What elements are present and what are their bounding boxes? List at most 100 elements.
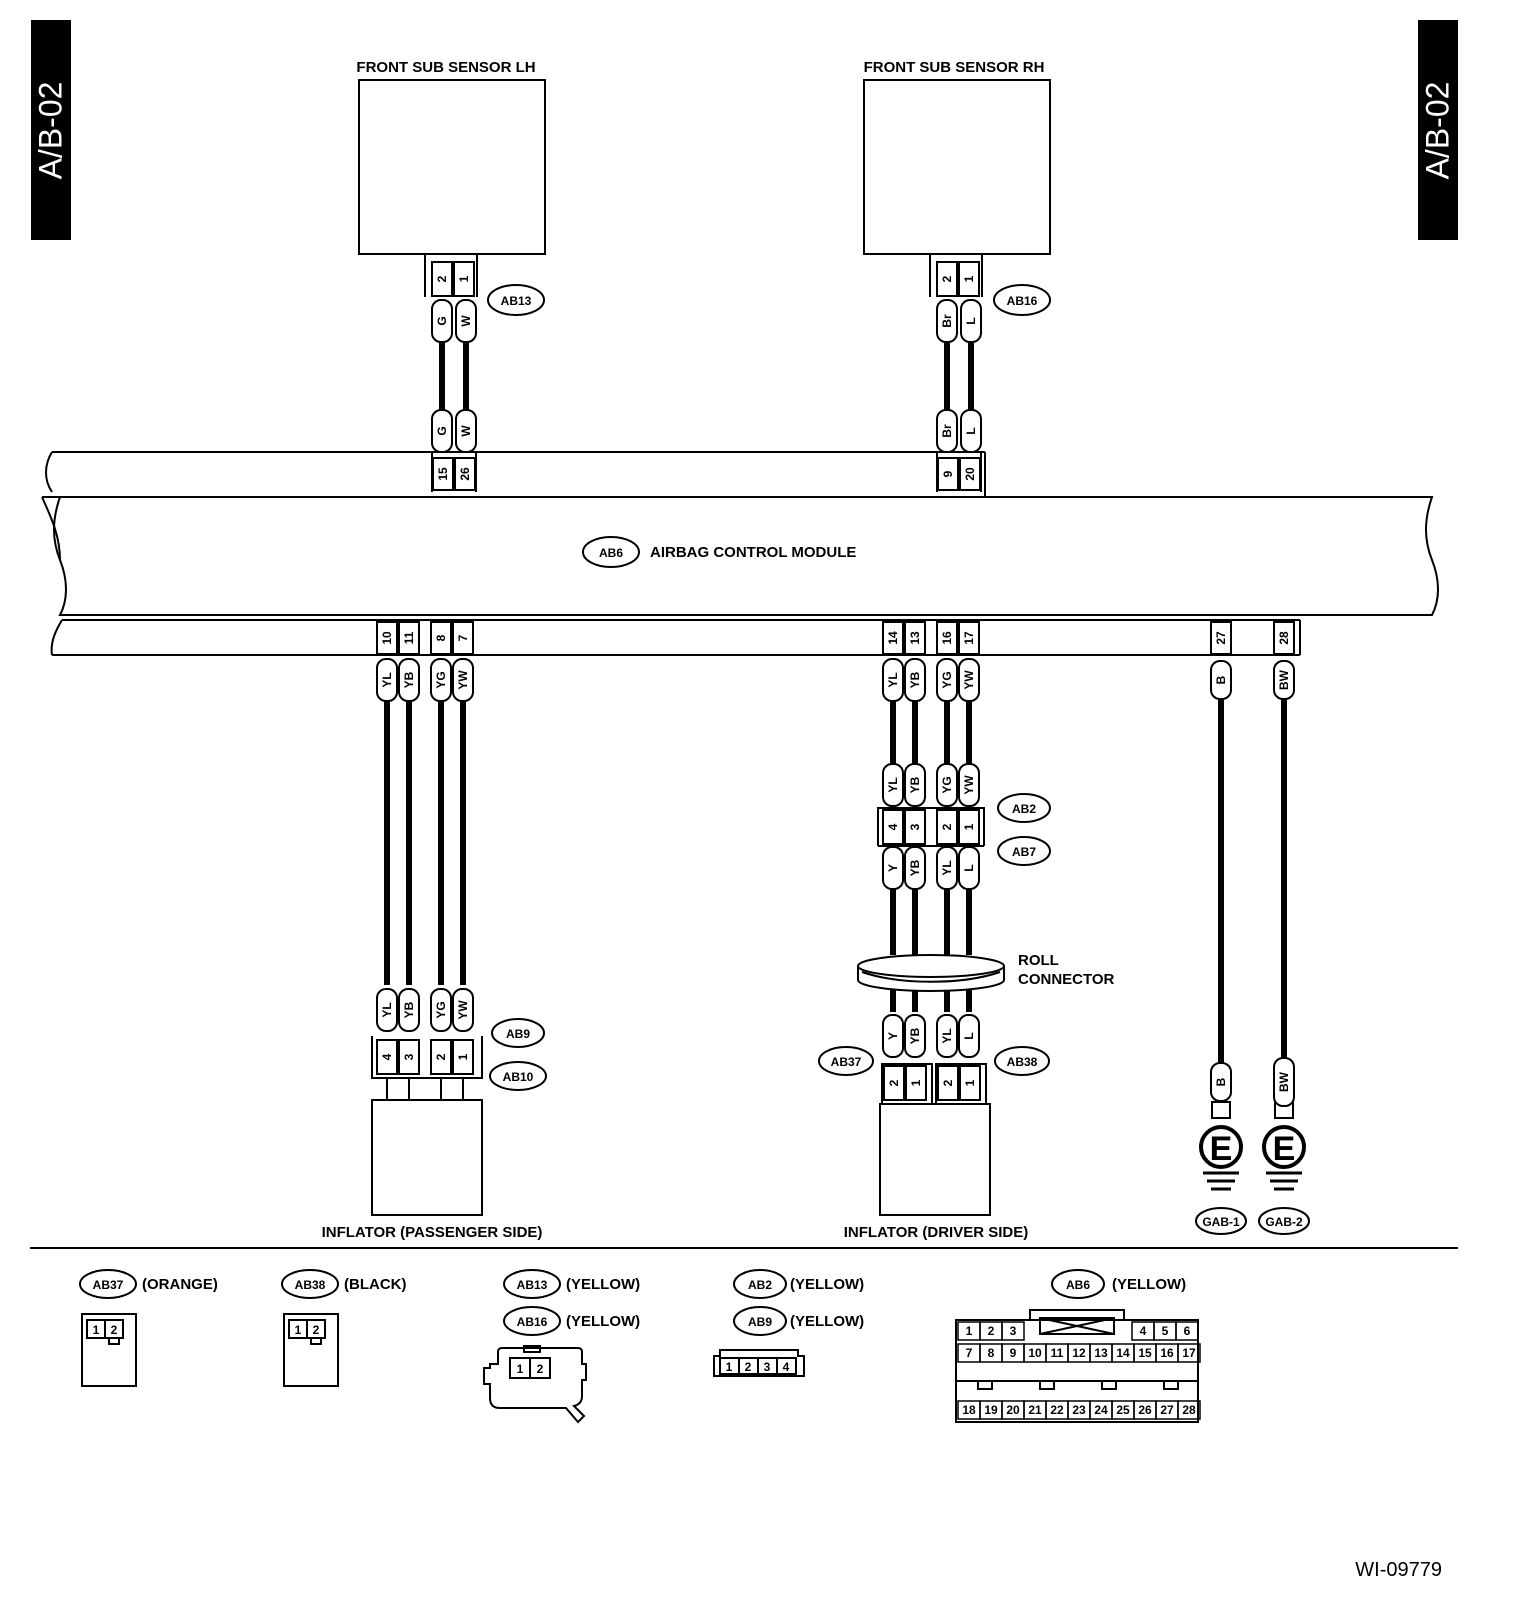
legend-code: AB37: [93, 1278, 124, 1292]
wire-color-label: Br: [940, 424, 954, 438]
legend-pin: 13: [1094, 1346, 1108, 1360]
wire-color-label: Br: [940, 314, 954, 328]
legend-pin: 24: [1094, 1403, 1108, 1417]
connector-tag-ab2: [997, 793, 1051, 823]
wire-color-label: YB: [402, 671, 416, 688]
legend-pin: 15: [1138, 1346, 1152, 1360]
legend-pin: 9: [1010, 1346, 1017, 1360]
connector-code: AB7: [1012, 845, 1036, 859]
wire-color-capsule: G: [431, 409, 453, 453]
wire-color-capsule: YG: [936, 658, 958, 702]
wire-color-capsule: YW: [958, 763, 980, 807]
wire-color-capsule: YL: [882, 763, 904, 807]
connector-tag-ab10: [489, 1061, 547, 1091]
wire-color-capsule: YL: [936, 846, 958, 890]
sensor-rh-box: [863, 79, 1051, 255]
wire-color-label: L: [962, 864, 976, 871]
connector-tag-ab13: [487, 284, 545, 316]
sensor-lh-connector: [424, 255, 478, 297]
wire-color-label: YB: [908, 776, 922, 793]
wire-color-label: YL: [380, 1002, 394, 1017]
legend-pin-cell: [1001, 1321, 1025, 1341]
wire-color-capsule: L: [958, 1014, 980, 1058]
wire-color-capsule: Br: [936, 409, 958, 453]
wire-color-capsule: YW: [452, 988, 474, 1032]
legend-color: (BLACK): [344, 1276, 406, 1293]
wire-color-label: YG: [434, 671, 448, 688]
wire-color-capsule: W: [455, 299, 477, 343]
wire-color-label: YL: [886, 672, 900, 687]
connector-code: AB13: [501, 294, 532, 308]
legend-pin: 1: [966, 1324, 973, 1338]
legend-pin: 25: [1116, 1403, 1130, 1417]
wire-color-capsule: YB: [398, 988, 420, 1032]
pin-label: 1: [962, 275, 976, 282]
legend-pin-cell: [1177, 1343, 1201, 1363]
pin-label: 3: [402, 1053, 416, 1060]
legend-pin: 28: [1182, 1403, 1196, 1417]
legend-pin: 2: [313, 1323, 320, 1337]
driver-wires: [890, 700, 972, 1012]
pin-label: 1: [962, 823, 976, 830]
legend-code: AB6: [1066, 1278, 1090, 1292]
pin-label: 10: [380, 631, 394, 645]
pin-label: 26: [458, 467, 472, 481]
wire-color-capsule: Y: [882, 846, 904, 890]
driver-inflator-connector: [879, 1063, 991, 1216]
module-name: AIRBAG CONTROL MODULE: [650, 544, 856, 561]
pin-label: 11: [402, 631, 416, 644]
legend-pin: 16: [1160, 1346, 1174, 1360]
pin-label: 14: [886, 631, 900, 645]
wire-color-label: YG: [940, 776, 954, 793]
wire-color-label: BW: [1277, 1071, 1291, 1092]
pin-label: 2: [887, 1079, 901, 1086]
pin-label: 9: [941, 470, 955, 477]
wire-color-capsule: BW: [1273, 1057, 1295, 1107]
wire-color-label: BW: [1277, 669, 1291, 690]
passenger-inflator-label: INFLATOR (PASSENGER SIDE): [322, 1224, 543, 1241]
document-id: WI-09779: [1355, 1559, 1442, 1581]
wire-color-label: YB: [908, 1027, 922, 1044]
sensor-lh-box: [358, 79, 546, 255]
wire-color-capsule: L: [958, 846, 980, 890]
wire-color-capsule: Br: [936, 299, 958, 343]
wire-color-label: YL: [380, 672, 394, 687]
connector-tag-ab37: [818, 1046, 874, 1076]
ground-symbol: E: [1273, 1130, 1296, 1168]
legend-code: AB9: [748, 1315, 772, 1329]
pin-label: 16: [940, 631, 954, 645]
pin-label: 2: [941, 1079, 955, 1086]
legend-pin: 1: [295, 1323, 302, 1337]
wire-color-capsule: B: [1210, 1062, 1232, 1102]
legend-color: (YELLOW): [566, 1313, 640, 1330]
legend-color: (YELLOW): [790, 1276, 864, 1293]
module-lower-connectors: [376, 621, 1295, 655]
legend-pin: 2: [537, 1362, 544, 1376]
wire-color-capsule: G: [431, 299, 453, 343]
wire-color-capsule: YB: [904, 763, 926, 807]
wire-color-label: L: [962, 1032, 976, 1039]
pin-label: 27: [1214, 631, 1228, 645]
wire-color-label: YW: [456, 1000, 470, 1020]
legend-pin: 18: [962, 1403, 976, 1417]
legend-pin: 1: [517, 1362, 524, 1376]
pin-label: 28: [1277, 631, 1291, 645]
pin-label: 4: [380, 1053, 394, 1060]
ground-code: GAB-1: [1202, 1215, 1240, 1229]
connector-tag-ab38: [994, 1046, 1050, 1076]
wire-color-capsule: B: [1210, 660, 1232, 700]
legend-pin: 2: [988, 1324, 995, 1338]
ground-terminals: [1199, 1101, 1306, 1191]
pin-label: 7: [456, 634, 470, 641]
legend-pin: 11: [1051, 1346, 1064, 1360]
legend-pin: 2: [111, 1323, 118, 1337]
sensor-rh-connector: [929, 255, 983, 297]
connector-code: AB38: [1007, 1055, 1038, 1069]
legend-pin: 10: [1028, 1346, 1042, 1360]
wire-color-capsule: Y: [882, 1014, 904, 1058]
wire-color-capsule: YB: [904, 846, 926, 890]
connector-code: AB10: [503, 1070, 534, 1084]
connector-tag-ab9: [491, 1018, 545, 1048]
wire-color-capsule: YL: [376, 658, 398, 702]
